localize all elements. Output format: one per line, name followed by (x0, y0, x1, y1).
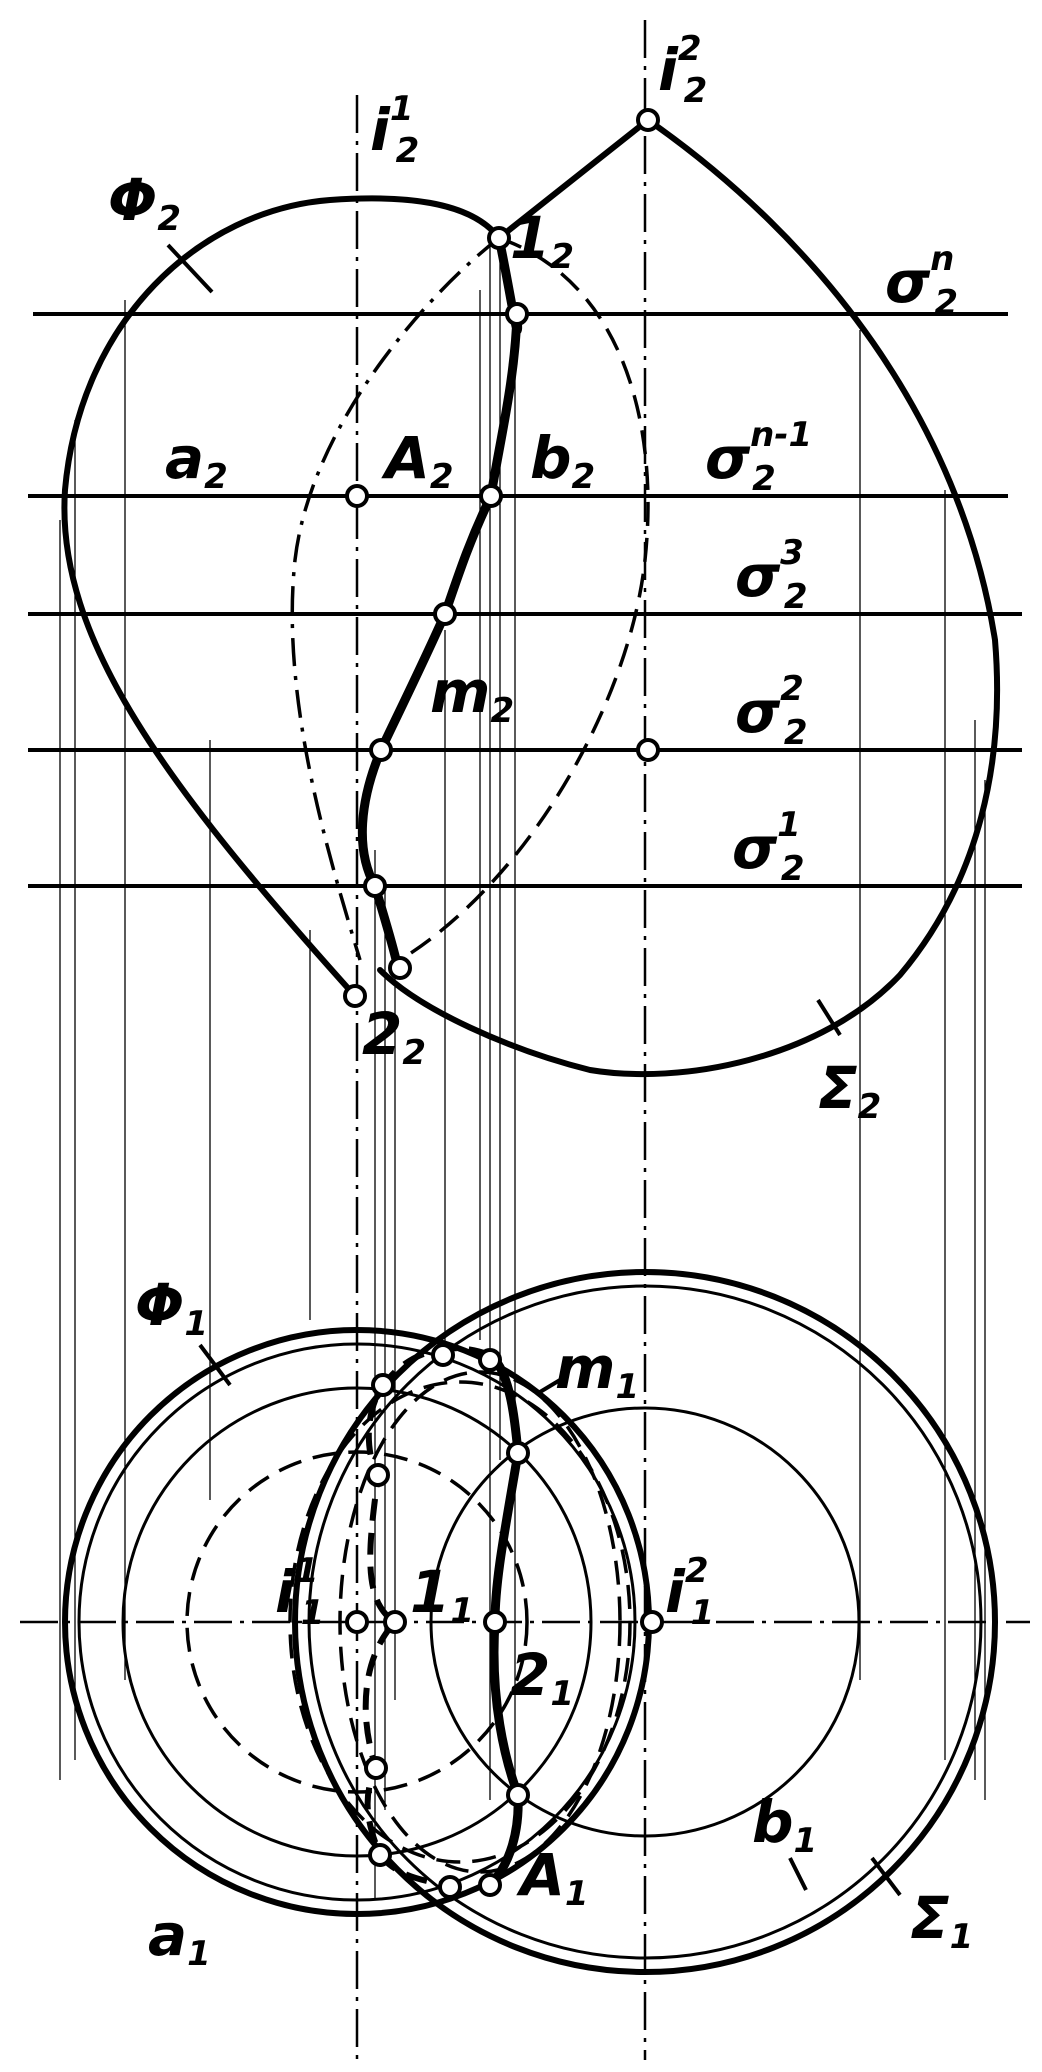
label-Sigma1: Σ1 (910, 1884, 973, 1957)
point-2-2-a (388, 956, 412, 980)
b2-hidden-ellipse (399, 236, 650, 962)
label-b2: b2 (530, 424, 595, 497)
sigma1-inner-circle (429, 1406, 861, 1838)
sigma2-outline (377, 117, 1001, 1078)
point-b2-on-sigma-n1 (479, 484, 503, 508)
point-i2-2-top (636, 108, 660, 132)
label-b1: b1 (752, 1788, 817, 1861)
label-2-2: 22 (362, 1000, 426, 1073)
label-phi1: Φ1 (135, 1271, 208, 1344)
label-m2: m2 (430, 658, 514, 731)
cutting-planes (28, 312, 1022, 888)
point-on-sigma-n (505, 302, 529, 326)
m1-pointer (538, 1378, 562, 1394)
point-A1 (478, 1873, 502, 1897)
point-2-1 (483, 1610, 507, 1634)
point-m1-top-b (478, 1348, 502, 1372)
point-on-sigma-1 (363, 874, 387, 898)
label-a2: a2 (165, 424, 228, 497)
label-A1: A1 (516, 1841, 589, 1914)
front-view (61, 108, 1001, 1078)
a2-ellipse (290, 236, 501, 961)
b1-pointer (788, 1857, 808, 1891)
point-axis-sigma-2 (636, 738, 660, 762)
phi1-pointer (198, 1343, 232, 1387)
point-m1-left-mid (366, 1463, 390, 1487)
hidden-ellipse-right (338, 1370, 622, 1874)
point-m1-lower-left (364, 1756, 388, 1780)
hidden-circle-left (185, 1450, 529, 1794)
point-m1-upper-right (506, 1441, 530, 1465)
label-m1: m1 (555, 1334, 639, 1407)
hidden-ellipse-center (288, 1380, 632, 1864)
sigma2-pointer (816, 998, 842, 1037)
label-2-1: 21 (510, 1641, 574, 1714)
point-on-sigma-2 (369, 738, 393, 762)
point-i1-2 (640, 1610, 664, 1634)
label-1-2: 12 (510, 204, 574, 277)
axis-lines (20, 20, 1030, 2060)
sigma1-pointer (870, 1856, 902, 1897)
label-a1: a1 (148, 1901, 211, 1974)
point-m1-bottom-a (438, 1875, 462, 1899)
point-i1-1 (345, 1610, 369, 1634)
point-m1-top-a (431, 1343, 455, 1367)
point-1-2 (487, 226, 511, 250)
plan-view (62, 1269, 998, 1975)
sigma1-outer-circle-inner-ring (307, 1284, 983, 1960)
point-m1-bottom-left (368, 1843, 392, 1867)
phi1-inner-circle (121, 1386, 593, 1858)
label-Sigma2: Σ2 (818, 1054, 881, 1127)
sigma1-outer-circle (292, 1269, 998, 1975)
phi2-pointer (166, 243, 214, 294)
label-1-1: 11 (410, 1558, 474, 1631)
phi2-outline (61, 195, 502, 999)
point-2-2-b (343, 984, 367, 1008)
point-A2 (345, 484, 369, 508)
phi1-outer-circle-inner-ring (77, 1342, 637, 1902)
m2-intersection-curve (357, 233, 523, 973)
point-on-sigma-3 (433, 602, 457, 626)
label-phi2: Φ2 (108, 166, 181, 239)
point-m1-lower-right (506, 1783, 530, 1807)
label-A2: A2 (381, 424, 454, 497)
point-1-1 (383, 1610, 407, 1634)
point-m1-upper-left (371, 1373, 395, 1397)
